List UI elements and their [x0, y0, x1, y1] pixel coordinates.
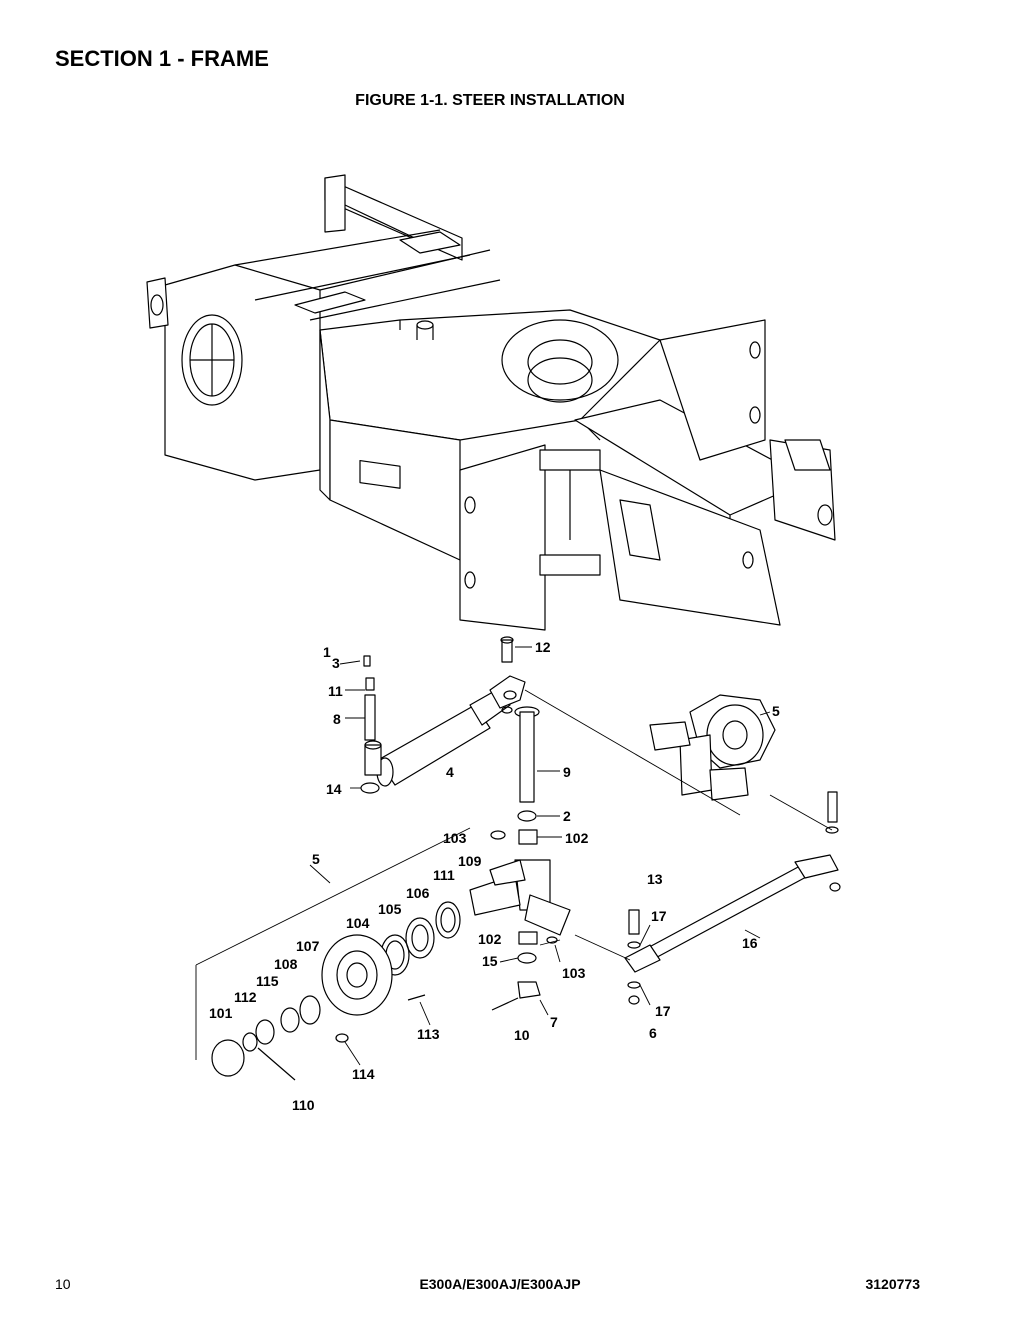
document-number: 3120773: [865, 1276, 920, 1292]
callout-5-top: 5: [772, 703, 780, 719]
callout-106: 106: [406, 885, 430, 901]
model-number: E300A/E300AJ/E300AJP: [419, 1276, 581, 1292]
callout-8: 8: [333, 711, 341, 727]
callout-9: 9: [563, 764, 571, 780]
callout-labels: 1 3 12 11 8 5 4 9 14 2 103 102 5 109 111…: [209, 639, 780, 1113]
callout-14: 14: [326, 781, 342, 797]
callout-1: 1: [323, 644, 331, 660]
callout-112: 112: [234, 989, 257, 1005]
steer-parts-illustration: [211, 636, 841, 1081]
callout-103-lower: 103: [562, 965, 586, 981]
callout-15: 15: [482, 953, 498, 969]
leader-lines: [195, 646, 833, 1066]
callout-4: 4: [446, 764, 454, 780]
callout-11: 11: [328, 683, 343, 699]
callout-101: 101: [209, 1005, 233, 1021]
callout-7: 7: [550, 1014, 558, 1030]
callout-2: 2: [563, 808, 571, 824]
callout-102-lower: 102: [478, 931, 502, 947]
callout-6: 6: [649, 1025, 657, 1041]
callout-3: 3: [332, 655, 340, 671]
callout-17-lower: 17: [655, 1003, 671, 1019]
callout-103-upper: 103: [443, 830, 467, 846]
callout-13: 13: [647, 871, 663, 887]
callout-16: 16: [742, 935, 758, 951]
callout-108: 108: [274, 956, 298, 972]
callout-107: 107: [296, 938, 320, 954]
callout-102-upper: 102: [565, 830, 589, 846]
callout-109: 109: [458, 853, 482, 869]
callout-111: 111: [433, 867, 455, 883]
callout-105: 105: [378, 901, 402, 917]
callout-5-left: 5: [312, 851, 320, 867]
callout-113: 113: [417, 1026, 440, 1042]
frame-illustration: [146, 174, 836, 631]
callout-110: 110: [292, 1097, 315, 1113]
callout-10: 10: [514, 1027, 530, 1043]
callout-115: 115: [256, 973, 279, 989]
figure-title: FIGURE 1-1. STEER INSTALLATION: [355, 92, 625, 109]
callout-104: 104: [346, 915, 370, 931]
callout-114: 114: [352, 1066, 375, 1082]
section-title: SECTION 1 - FRAME: [55, 46, 269, 71]
page-number: 10: [55, 1276, 71, 1292]
callout-17-upper: 17: [651, 908, 667, 924]
callout-12: 12: [535, 639, 551, 655]
